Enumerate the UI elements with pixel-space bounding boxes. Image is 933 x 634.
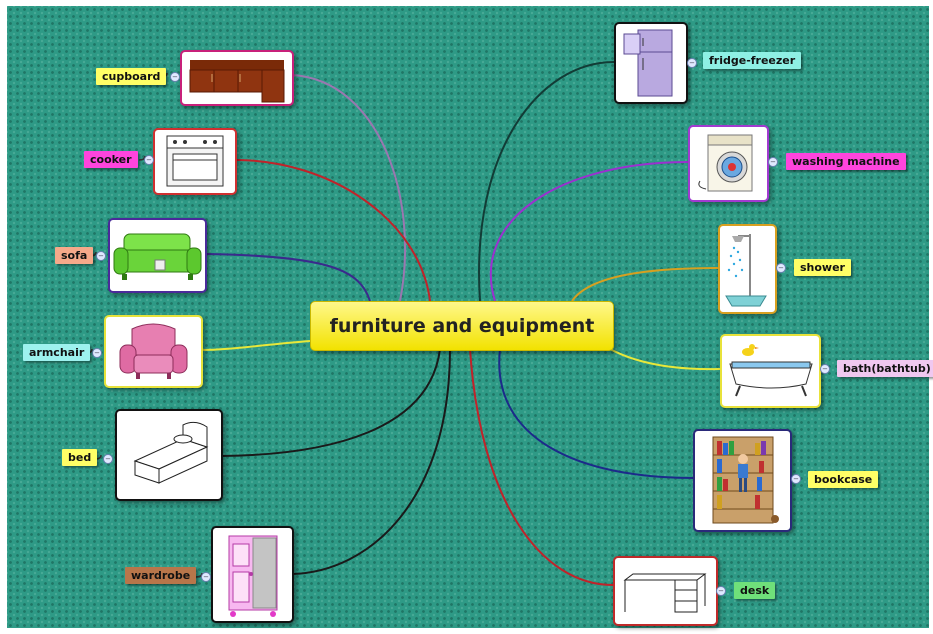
topic-fridge-freezer[interactable]: fridge-freezer: [703, 52, 802, 69]
bookcase-picture[interactable]: [693, 429, 792, 532]
cooker-picture[interactable]: [153, 128, 237, 195]
armchair-picture[interactable]: [104, 315, 203, 388]
topic-bookcase[interactable]: bookcase: [808, 471, 879, 488]
collapse-knob[interactable]: −: [716, 586, 726, 596]
collapse-knob[interactable]: −: [776, 263, 786, 273]
collapse-knob[interactable]: −: [92, 348, 102, 358]
collapse-knob[interactable]: −: [820, 364, 830, 374]
topic-cupboard[interactable]: cupboard: [96, 68, 167, 85]
cupboard-picture[interactable]: [180, 50, 294, 106]
topic-bed[interactable]: bed: [62, 449, 98, 466]
collapse-knob[interactable]: −: [103, 454, 113, 464]
central-topic[interactable]: furniture and equipment: [310, 301, 614, 351]
desk-picture[interactable]: [613, 556, 718, 626]
topic-bath[interactable]: bath(bathtub): [837, 360, 933, 377]
collapse-knob[interactable]: −: [791, 474, 801, 484]
collapse-knob[interactable]: −: [768, 157, 778, 167]
topic-desk[interactable]: desk: [734, 582, 776, 599]
topic-shower[interactable]: shower: [794, 259, 851, 276]
topic-wardrobe[interactable]: wardrobe: [125, 567, 197, 584]
topic-cooker[interactable]: cooker: [84, 151, 138, 168]
collapse-knob[interactable]: −: [201, 572, 211, 582]
collapse-knob[interactable]: −: [687, 58, 697, 68]
collapse-knob[interactable]: −: [170, 72, 180, 82]
shower-picture[interactable]: [718, 224, 777, 314]
fridge-freezer-picture[interactable]: [614, 22, 688, 104]
collapse-knob[interactable]: −: [144, 155, 154, 165]
collapse-knob[interactable]: −: [96, 251, 106, 261]
topic-armchair[interactable]: armchair: [23, 344, 91, 361]
sofa-picture[interactable]: [108, 218, 207, 293]
topic-washing-machine[interactable]: washing machine: [786, 153, 906, 170]
bathtub-picture[interactable]: [720, 334, 821, 408]
bed-picture[interactable]: [115, 409, 223, 501]
topic-sofa[interactable]: sofa: [55, 247, 94, 264]
washing-machine-picture[interactable]: [688, 125, 769, 202]
wardrobe-picture[interactable]: [211, 526, 294, 623]
